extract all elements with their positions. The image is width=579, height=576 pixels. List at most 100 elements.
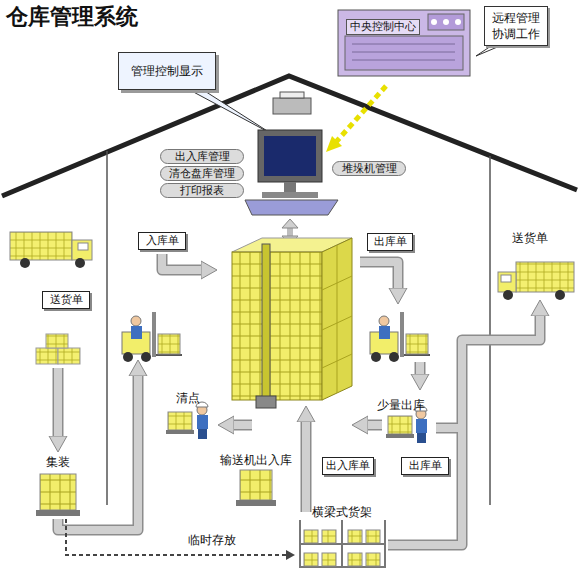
cargo-box (322, 553, 336, 566)
machine-panel (345, 36, 463, 70)
cargo-box (348, 553, 362, 566)
machine-slot (352, 60, 455, 61)
flow-arrow-outline (58, 254, 540, 545)
bubble-tail (186, 88, 272, 134)
cargo-box (388, 416, 412, 434)
worker-body (197, 415, 208, 429)
node-text: 打印报表 (180, 184, 224, 197)
printer (273, 98, 311, 114)
flow-arrow (388, 312, 540, 545)
pallet-goods (240, 470, 272, 500)
pallet (386, 434, 414, 438)
dashed-arrow (66, 519, 288, 555)
node-text: 出入库单 (326, 459, 370, 473)
machine-knob (455, 19, 461, 25)
flow-arrow-fill (58, 254, 540, 545)
cargo-box (46, 334, 68, 348)
rack-line (337, 245, 338, 393)
arrow-head (282, 219, 298, 228)
truck-cab (498, 272, 516, 292)
cargo-box (304, 530, 318, 543)
wheel (503, 290, 513, 300)
document-tag: 送货单 (42, 291, 90, 309)
cargo-box (348, 530, 362, 543)
flow-arrow (436, 424, 462, 432)
storage-rack (232, 252, 322, 400)
forklift (122, 312, 182, 362)
flow-arrow (230, 420, 252, 431)
monitor-screen (264, 136, 316, 176)
machine-slot (352, 44, 455, 45)
text-label: 横梁式货架 (312, 505, 372, 519)
text-label: 少量出库 (377, 398, 425, 412)
document-tag: 出库单 (367, 233, 413, 251)
computer-base (262, 192, 318, 198)
flow-arrow (360, 262, 398, 292)
flow-arrow (416, 362, 424, 378)
keyboard (245, 200, 338, 215)
flow-arrow (162, 254, 205, 270)
pallet (36, 510, 80, 516)
document-tag: 出入库单 (322, 457, 374, 475)
flow-arrow (364, 421, 382, 429)
cargo-box (304, 553, 318, 566)
monitor (258, 130, 322, 182)
document-tag: 入库单 (138, 232, 186, 250)
flow-arrow (436, 423, 462, 434)
control-machine (338, 10, 470, 76)
node-text: 堆垛机管理 (342, 162, 397, 175)
printer-paper (280, 92, 304, 98)
menu-tag: 清仓盘库管理 (160, 166, 244, 181)
control-center: 中央控制中心 (338, 10, 470, 76)
truck-window (78, 243, 88, 250)
node-text: 远程管理 协调工作 (491, 10, 541, 42)
cargo-box (36, 348, 58, 364)
node-text: 出入库管理 (175, 150, 230, 163)
flow-arrow (302, 418, 310, 512)
worker-legs (198, 429, 207, 439)
stacker-crane (262, 244, 270, 404)
machine-panel (428, 14, 464, 30)
callout-bubble: 管理控制显示 (118, 52, 216, 90)
wall-line (489, 156, 491, 505)
flow-arrow (58, 372, 138, 530)
node-text: 管理控制显示 (131, 63, 203, 79)
flow-arrow (58, 372, 138, 530)
node-text: 出库单 (374, 235, 407, 249)
monitor-stand (284, 182, 296, 192)
text-label: 临时存放 (188, 533, 236, 547)
flow-arrow (54, 368, 62, 440)
machine-knob (443, 19, 449, 25)
cargo-box (322, 530, 336, 543)
truck-cargo (10, 232, 72, 260)
machine-knob (431, 19, 437, 25)
wall-line (106, 151, 108, 505)
text-label: 送货单 (512, 231, 548, 245)
flow-arrow (364, 420, 382, 431)
menu-tag: 打印报表 (160, 183, 244, 198)
flow-arrow (388, 312, 540, 545)
wheel (20, 258, 30, 268)
text-label: 集装 (46, 455, 70, 469)
document-tag: 出库单 (401, 457, 449, 475)
node-text: 出库单 (409, 459, 442, 473)
flow-arrow (301, 418, 312, 512)
text-label: 清点 (176, 391, 200, 405)
truck-cab (72, 240, 92, 260)
rack-side (322, 238, 352, 400)
wheel (555, 290, 565, 300)
cargo-box (58, 348, 80, 364)
truck-window (501, 275, 511, 282)
text-label: 输送机出入库 (220, 453, 292, 467)
node-text: 清仓盘库管理 (169, 167, 235, 180)
rack-line (322, 316, 352, 330)
flow-arrow (162, 254, 205, 270)
node-text: 入库单 (146, 234, 179, 248)
rack-line (322, 354, 352, 368)
pallet (166, 430, 194, 434)
cargo-box (168, 412, 192, 430)
menu-tag: 堆垛机管理 (332, 161, 406, 176)
diagram-title: 仓库管理系统 (6, 2, 138, 32)
pallet-goods (40, 474, 76, 510)
